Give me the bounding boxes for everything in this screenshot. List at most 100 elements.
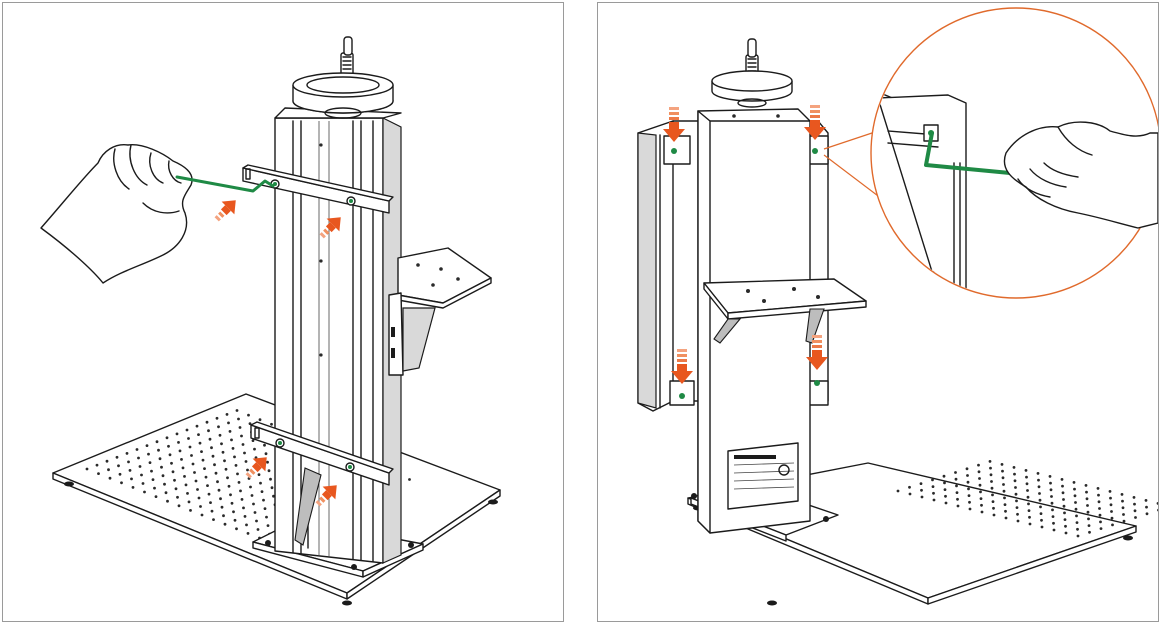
plate-hole: [1039, 512, 1043, 515]
plate-hole: [217, 425, 220, 429]
plate-hole: [130, 477, 133, 481]
plate-hole: [204, 475, 208, 479]
plate-hole: [168, 453, 172, 457]
plate-hole: [1050, 501, 1054, 505]
plate-hole: [218, 433, 222, 437]
plate-hole: [968, 500, 971, 504]
plate-hole: [164, 491, 168, 495]
plate-hole: [931, 485, 935, 488]
plate-hole: [212, 518, 215, 521]
plate-hole: [210, 446, 213, 450]
plate-hole: [1096, 487, 1100, 490]
plate-hole: [1145, 512, 1149, 516]
plate-hole: [267, 469, 271, 473]
plate-hole: [208, 437, 212, 441]
plate-hole: [189, 509, 192, 512]
plate-hole: [1076, 527, 1079, 531]
plate-hole: [1038, 498, 1042, 502]
plate-hole: [177, 441, 180, 444]
plate-hole: [246, 532, 250, 535]
plate-hole: [137, 456, 140, 460]
plate-hole: [160, 465, 163, 469]
plate-hole: [197, 433, 200, 436]
plate-hole: [184, 483, 188, 487]
plate-hole: [165, 436, 169, 440]
plate-hole: [153, 486, 156, 490]
plate-hole: [200, 450, 203, 453]
plate-hole: [954, 471, 957, 474]
plate-hole: [240, 434, 243, 438]
hex-key-icon: [175, 175, 275, 193]
plate-hole: [222, 514, 225, 518]
plate-hole: [262, 498, 265, 502]
plate-hole: [158, 457, 162, 461]
plate-hole: [991, 500, 995, 503]
plate-hole: [1049, 481, 1052, 485]
plate-hole: [118, 472, 122, 476]
plate-hole: [265, 515, 268, 519]
plate-hole: [1025, 475, 1028, 479]
plate-hole: [270, 486, 274, 490]
plate-hole: [1109, 503, 1113, 507]
plate-hole: [232, 510, 235, 514]
plate-hole: [1040, 518, 1043, 522]
plate-hole: [1052, 528, 1056, 532]
plate-hole: [215, 416, 219, 420]
plate-hole: [1000, 463, 1004, 466]
plate-hole: [1110, 516, 1114, 520]
plate-hole: [253, 511, 257, 514]
plate-hole: [1073, 494, 1077, 498]
plate-hole: [966, 480, 970, 484]
hand-icon: [40, 144, 193, 284]
plate-hole: [252, 502, 255, 506]
plate-hole: [221, 450, 225, 454]
plate-hole: [977, 470, 981, 474]
plate-hole: [230, 501, 234, 505]
plate-hole: [263, 443, 266, 447]
plate-hole: [241, 443, 245, 446]
plate-hole: [1028, 515, 1031, 519]
plate-hole: [233, 518, 237, 522]
plate-hole: [151, 478, 155, 481]
plate-hole: [150, 469, 153, 473]
plate-hole: [105, 459, 109, 463]
plate-hole: [896, 489, 900, 493]
plate-hole: [107, 468, 110, 472]
plate-hole: [188, 445, 192, 449]
plate-hole: [117, 464, 120, 468]
plate-hole: [1097, 493, 1100, 497]
plate-hole: [237, 417, 240, 421]
plate-hole: [196, 488, 199, 491]
plate-hole: [1088, 530, 1091, 534]
plate-hole: [1121, 499, 1124, 503]
plate-hole: [1015, 506, 1019, 509]
plate-hole: [157, 448, 160, 452]
plate-hole: [201, 458, 205, 462]
plate-hole: [1025, 482, 1029, 486]
plate-hole: [199, 505, 202, 508]
side-platform: [388, 247, 492, 376]
plate-hole: [1061, 491, 1065, 495]
plate-hole: [213, 463, 216, 467]
plate-hole: [1108, 490, 1112, 493]
plate-hole: [1133, 509, 1137, 513]
plate-hole: [1110, 510, 1113, 513]
plate-hole: [1111, 523, 1114, 527]
plate-hole: [243, 515, 247, 518]
plate-hole: [943, 488, 947, 491]
plate-hole: [154, 495, 158, 498]
plate-hole: [1084, 484, 1088, 487]
plate-hole: [171, 470, 175, 474]
plate-hole: [198, 441, 202, 445]
plate-hole: [127, 460, 130, 464]
plate-hole: [1037, 485, 1041, 489]
plate-hole: [1013, 472, 1016, 476]
plate-hole: [220, 442, 223, 446]
plate-hole: [1097, 500, 1101, 504]
plate-hole: [143, 490, 146, 494]
plate-hole: [968, 507, 972, 511]
plate-hole: [244, 460, 248, 463]
plate-hole: [1004, 516, 1008, 520]
plate-hole: [944, 494, 947, 498]
plate-hole: [242, 506, 245, 510]
